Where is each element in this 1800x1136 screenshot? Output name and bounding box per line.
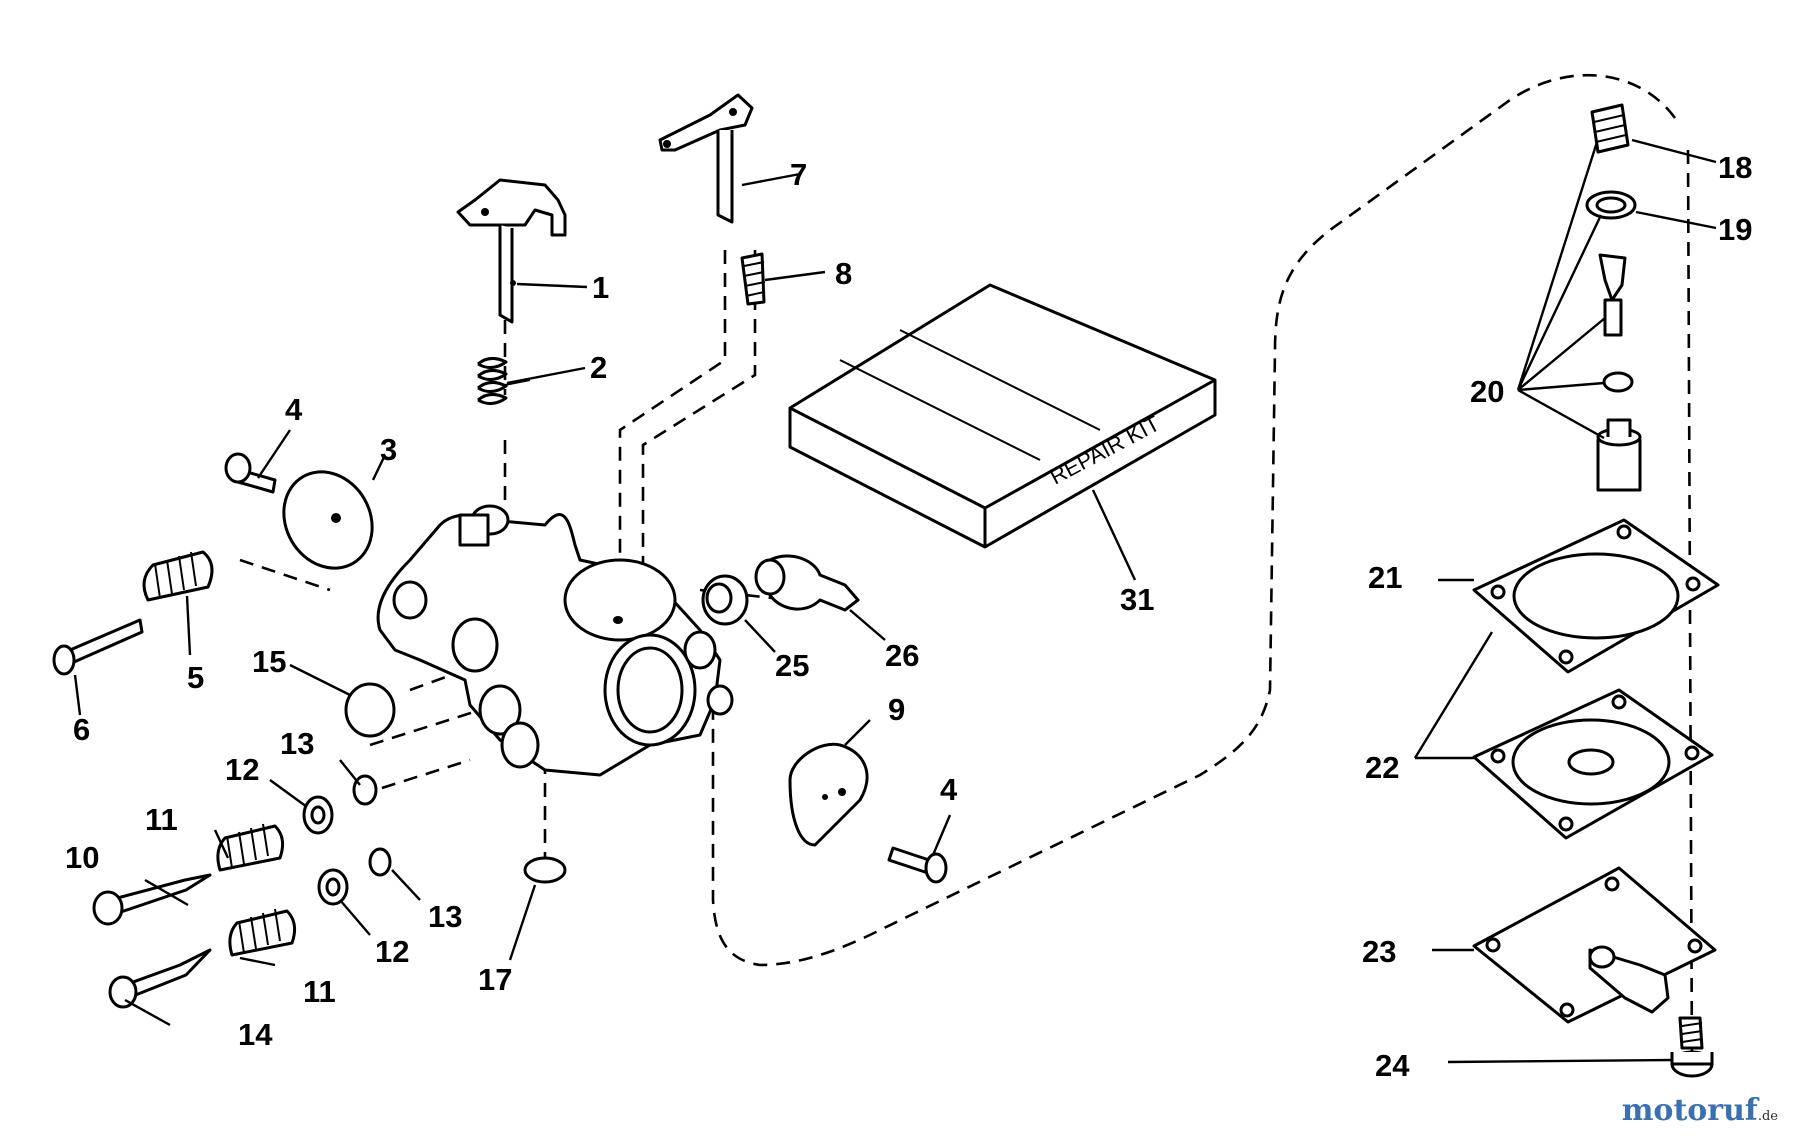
callout-7: 7 (790, 157, 807, 192)
idle-screw-part (52, 618, 144, 676)
choke-lever-part (658, 93, 754, 224)
washer-part-12b (317, 868, 349, 906)
plate-screw-part-upper (224, 452, 277, 494)
callout-21: 21 (1368, 560, 1402, 595)
callout-4a: 4 (285, 392, 303, 427)
repair-kit-boundary (711, 73, 1677, 967)
callout-13a: 13 (280, 726, 314, 761)
callout-17: 17 (478, 962, 512, 997)
choke-plate-part (788, 742, 869, 847)
callout-20: 20 (1470, 374, 1504, 409)
fuel-inlet-seal-part (701, 574, 749, 626)
callout-11a: 11 (145, 802, 178, 837)
callout-4b: 4 (940, 772, 958, 807)
plate-screw-part-lower (887, 846, 948, 884)
throttle-plate-part (282, 470, 374, 570)
callout-9: 9 (888, 692, 905, 727)
seat-washer-part (1585, 190, 1637, 220)
callout-11b: 11 (303, 974, 336, 1009)
choke-spring-part (740, 252, 766, 306)
callout-10: 10 (65, 840, 99, 875)
idle-spring-part (142, 550, 214, 602)
callout-14: 14 (238, 1017, 273, 1052)
cover-screw-part-24 (1670, 1016, 1714, 1078)
o-ring-part-13b (368, 847, 392, 877)
inlet-spring-part (1590, 103, 1630, 154)
kit-dash-right (1686, 149, 1694, 1071)
throttle-shaft-part (456, 178, 567, 324)
watermark: motoruf.de (1622, 1093, 1778, 1128)
fuel-inlet-elbow-part (754, 554, 860, 612)
callout-18: 18 (1718, 150, 1752, 185)
callout-31: 31 (1120, 582, 1154, 617)
callout-26: 26 (885, 638, 919, 673)
welch-plug-part-17 (523, 856, 567, 884)
callout-19: 19 (1718, 212, 1752, 247)
callout-5: 5 (187, 660, 204, 695)
callout-15: 15 (252, 644, 286, 679)
watermark-brand: motoruf (1621, 1093, 1758, 1128)
needle-valve-seat-part (1596, 418, 1642, 492)
callout-24: 24 (1375, 1048, 1410, 1083)
watermark-suffix: .de (1757, 1109, 1778, 1124)
callout-6: 6 (73, 712, 90, 747)
needle-spring-part-lower (228, 908, 297, 957)
callout-12a: 12 (225, 752, 259, 787)
main-mixture-needle-part (108, 948, 212, 1009)
callout-1: 1 (592, 270, 609, 305)
callout-23: 23 (1362, 934, 1396, 969)
repair-kit-box: REPAIR KIT (788, 283, 1217, 549)
callout-8: 8 (835, 256, 852, 291)
pump-diaphragm-part-22 (1472, 688, 1714, 840)
callout-25: 25 (775, 648, 809, 683)
pump-cover-part-23 (1472, 866, 1717, 1024)
callout-2: 2 (590, 350, 607, 385)
callout-12b: 12 (375, 934, 409, 969)
inlet-needle-part (1598, 253, 1627, 337)
needle-spring-part-upper (216, 823, 285, 872)
throttle-spring-part (477, 357, 531, 405)
carburetor-body (376, 504, 734, 777)
callout-13b: 13 (428, 899, 462, 934)
callout-3: 3 (380, 432, 397, 467)
needle-valve-seal-part (1602, 371, 1634, 393)
idle-mixture-needle-part (92, 873, 212, 926)
washer-part-12a (302, 795, 334, 835)
welch-plug-part-15 (344, 682, 396, 738)
pump-gasket-part-21 (1472, 518, 1720, 674)
leader-lines (73, 138, 1717, 1064)
callout-22: 22 (1365, 750, 1399, 785)
